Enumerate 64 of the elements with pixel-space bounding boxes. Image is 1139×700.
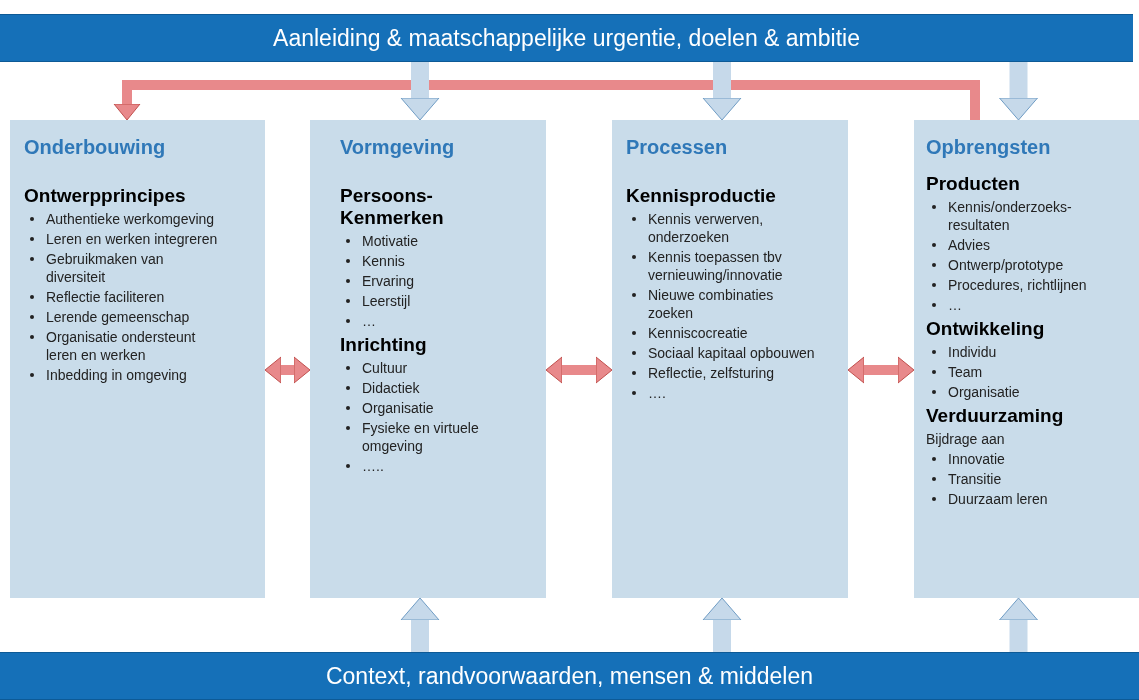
block-arrow	[702, 62, 742, 121]
bullet-item: Fysieke en virtuele omgeving	[362, 419, 480, 455]
text-line: Bijdrage aan	[926, 430, 1006, 448]
bullet-item: Innovatie	[948, 450, 1005, 468]
bullet-item: Authentieke werkomgeving	[46, 210, 215, 228]
bullet-item: Reflectie, zelfsturing	[648, 364, 775, 382]
bullet-item: Procedures, richtlijnen	[948, 276, 1087, 294]
column-title: Processen	[626, 136, 729, 159]
bullet-item: Kenniscocreatie	[648, 324, 748, 342]
bullet-item: Reflectie faciliteren	[46, 288, 165, 306]
section-heading: Persoons- Kenmerken	[340, 185, 445, 229]
bullet-item: Lerende gemeenschap	[46, 308, 190, 326]
bullet-item: Motivatie	[362, 232, 419, 250]
block-arrow	[400, 62, 440, 121]
double-arrow	[264, 356, 311, 384]
block-arrow	[400, 597, 440, 652]
block-arrow	[702, 597, 742, 652]
block-arrow	[999, 597, 1038, 652]
bullet-item: Leren en werken integreren	[46, 230, 218, 248]
bullet-item: Kennis verwerven, onderzoeken	[648, 210, 765, 246]
bullet-item: …..	[362, 457, 384, 475]
banner-box	[0, 652, 1139, 700]
bullet-item: Didactiek	[362, 379, 420, 397]
bullet-item: Ontwerp/prototype	[948, 256, 1064, 274]
double-arrow	[545, 356, 613, 384]
banner-box	[0, 14, 1133, 62]
bullet-item: Transitie	[948, 470, 1002, 488]
column-panel	[612, 120, 848, 598]
column-title: Vormgeving	[340, 136, 456, 159]
bullet-item: Team	[948, 363, 983, 381]
bullet-item: …	[362, 312, 376, 330]
bullet-item: Kennis/onderzoeks-resultaten	[948, 198, 1073, 234]
section-heading: Inrichting	[340, 334, 428, 356]
banner-text: Context, randvoorwaarden, mensen & middelen	[325, 662, 814, 690]
banner-text: Aanleiding & maatschappelijke urgentie, doelen & ambitie	[273, 24, 860, 52]
bullet-item: Advies	[948, 236, 991, 254]
column-title: Onderbouwing	[24, 136, 167, 159]
column-panel	[10, 120, 265, 598]
double-arrow	[847, 356, 915, 384]
bullet-item: …	[948, 296, 962, 314]
bullet-item: Kennis	[362, 252, 405, 270]
bullet-item: Individu	[948, 343, 997, 361]
bullet-item: Organisatie ondersteunt leren en werken	[46, 328, 197, 364]
column-panel	[310, 120, 546, 598]
bullet-item: Gebruikmaken van diversiteit	[46, 250, 165, 286]
bullet-item: Ervaring	[362, 272, 415, 290]
bullet-item: Nieuwe combinaties zoeken	[648, 286, 775, 322]
section-heading: Kennisproductie	[626, 185, 777, 207]
bullet-item: Sociaal kapitaal opbouwen	[648, 344, 815, 362]
block-arrow	[999, 62, 1038, 121]
bullet-item: Duurzaam leren	[948, 490, 1048, 508]
bullet-item: Cultuur	[362, 359, 408, 377]
column-title: Opbrengsten	[926, 136, 1052, 159]
column-panel	[914, 120, 1139, 598]
bullet-item: Leerstijl	[362, 292, 411, 310]
bullet-item: Organisatie	[362, 399, 434, 417]
bullet-item: ….	[648, 384, 666, 402]
section-heading: Ontwerpprincipes	[24, 185, 187, 207]
bullet-item: Organisatie	[948, 383, 1020, 401]
section-heading: Verduurzaming	[926, 405, 1065, 427]
bullet-item: Kennis toepassen tbv vernieuwing/innovatie	[648, 248, 784, 284]
section-heading: Producten	[926, 173, 1021, 195]
section-heading: Ontwikkeling	[926, 318, 1046, 340]
bullet-item: Inbedding in omgeving	[46, 366, 187, 384]
